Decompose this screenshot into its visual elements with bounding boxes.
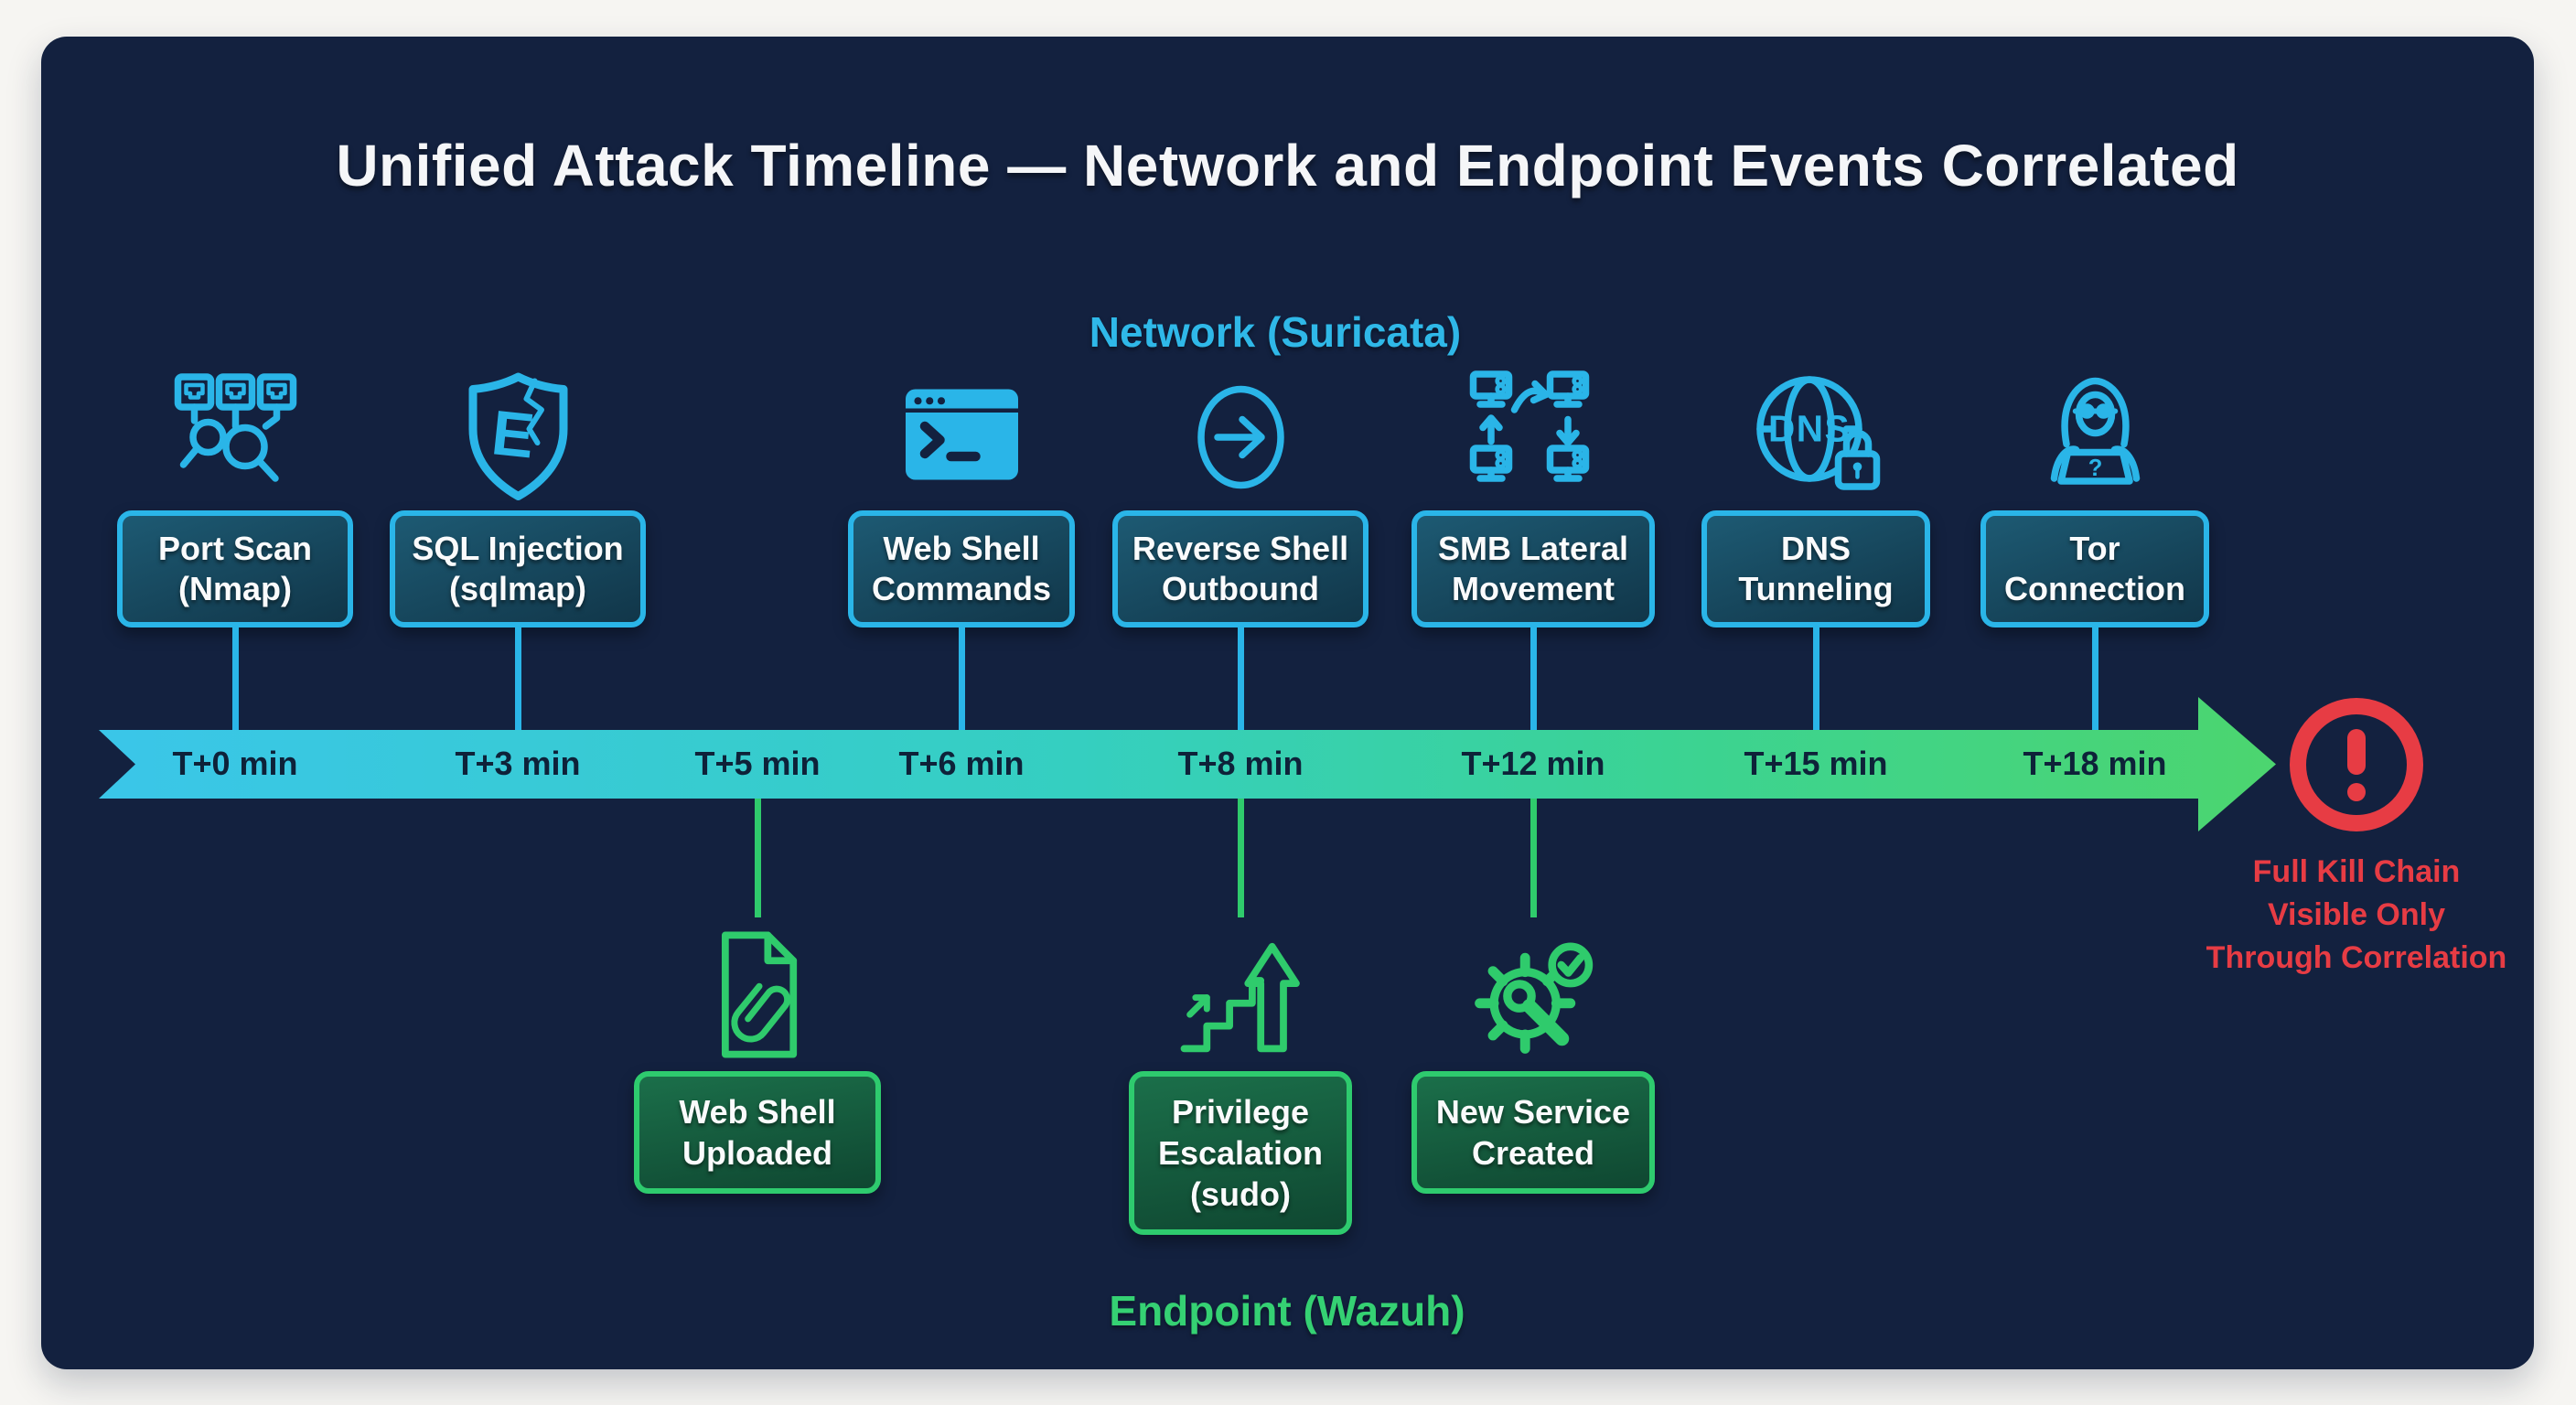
event-label-line: Movement [1451,570,1615,607]
alert-bar [2347,728,2366,775]
connector-line [1812,627,1819,730]
warning-line: Full Kill Chain [2252,854,2461,889]
event-label-line: Tunneling [1738,570,1894,607]
event-label-line: Web Shell [883,530,1040,567]
network-event-smb-lateral: SMB Lateral Movement [1411,364,1655,730]
event-box-dns-tunneling: DNS Tunneling [1701,510,1930,627]
event-box-web-shell-commands: Web Shell Commands [848,510,1075,627]
event-box-privilege-escalation: Privilege Escalation (sudo) [1129,1071,1352,1235]
timeline-tick: T+5 min [694,745,821,782]
warning-line: Visible Only [2267,897,2445,932]
event-label-line: Tor [2069,530,2120,567]
network-event-reverse-shell: Reverse Shell Outbound [1112,364,1368,730]
event-label-line: Escalation [1157,1134,1324,1172]
event-label-line: (Nmap) [178,570,292,607]
event-label-line: New Service [1435,1093,1631,1131]
event-label-line: Created [1471,1134,1595,1172]
outbound-arrow-icon [1165,364,1316,510]
connector-line [514,627,521,730]
event-box-tor-connection: Tor Connection [1980,510,2209,627]
event-label-line: Reverse Shell [1132,530,1349,567]
file-paperclip-icon [682,917,833,1071]
timeline-tick: T+12 min [1461,745,1605,782]
connector-line [754,799,761,917]
connector-line [1530,799,1537,917]
endpoint-event-web-shell-uploaded: Web Shell Uploaded [634,799,881,1194]
event-label-line: (sudo) [1190,1175,1291,1213]
alert-exclamation-icon [2290,698,2423,831]
event-box-web-shell-uploaded: Web Shell Uploaded [634,1071,881,1194]
stairs-up-arrow-icon [1165,917,1316,1071]
event-label-line: Commands [871,570,1052,607]
network-event-port-scan: Port Scan (Nmap) [117,364,353,730]
event-label-line: Uploaded [682,1134,832,1172]
event-label-line: SQL Injection [412,530,624,567]
timeline-tick: T+8 min [1177,745,1304,782]
event-label-line: Outbound [1162,570,1319,607]
event-label-line: Port Scan [157,530,313,567]
port-scan-icon [160,364,311,510]
endpoint-lane-label: Endpoint (Wazuh) [1109,1287,1465,1335]
connector-line [958,627,965,730]
network-event-web-shell-commands: Web Shell Commands [848,364,1075,730]
event-box-new-service: New Service Created [1411,1071,1655,1194]
event-label-line: DNS [1780,530,1851,567]
timeline-tick: T+0 min [172,745,298,782]
timeline-tick: T+3 min [455,745,581,782]
network-event-dns-tunneling: DNS DNS Tunneling [1701,364,1930,730]
event-label-line: Privilege [1171,1093,1310,1131]
event-label-line: SMB Lateral [1437,530,1629,567]
breached-shield-icon: E [443,364,594,510]
connector-line [1237,799,1244,917]
gear-wrench-check-icon [1458,917,1609,1071]
event-box-sql-injection: SQL Injection (sqlmap) [390,510,646,627]
event-box-port-scan: Port Scan (Nmap) [117,510,353,627]
network-event-sql-injection: E SQL Injection (sqlmap) [390,364,646,730]
warning-line: Through Correlation [2206,940,2507,975]
endpoint-event-privilege-escalation: Privilege Escalation (sudo) [1129,799,1352,1235]
network-event-tor-connection: ? Tor Connection [1980,364,2209,730]
svg-text:?: ? [2088,456,2102,481]
connector-line [2091,627,2098,730]
event-label-line: (sqlmap) [448,570,586,607]
connector-line [231,627,239,730]
event-label-line: Connection [2004,570,2185,607]
connector-line [1530,627,1537,730]
page-title: Unified Attack Timeline — Network and En… [336,133,2239,198]
endpoint-event-new-service: New Service Created [1411,799,1655,1194]
timeline-tick: T+15 min [1744,745,1888,782]
timeline-tick: T+6 min [898,745,1025,782]
warning-text: Full Kill Chain Visible Only Through Cor… [2164,851,2549,980]
connector-line [1237,627,1244,730]
event-box-smb-lateral: SMB Lateral Movement [1411,510,1655,627]
event-label-line: Web Shell [679,1093,836,1131]
svg-text:E: E [488,397,537,471]
timeline-tick: T+18 min [2023,745,2167,782]
server-lateral-icon [1458,364,1609,510]
event-box-reverse-shell: Reverse Shell Outbound [1112,510,1368,627]
hooded-hacker-icon: ? [2020,364,2171,510]
terminal-window-icon [886,364,1037,510]
alert-dot [2347,782,2366,801]
dns-lock-globe-icon: DNS [1741,364,1892,510]
svg-text:DNS: DNS [1767,408,1850,450]
network-lane-label: Network (Suricata) [1089,308,1462,356]
